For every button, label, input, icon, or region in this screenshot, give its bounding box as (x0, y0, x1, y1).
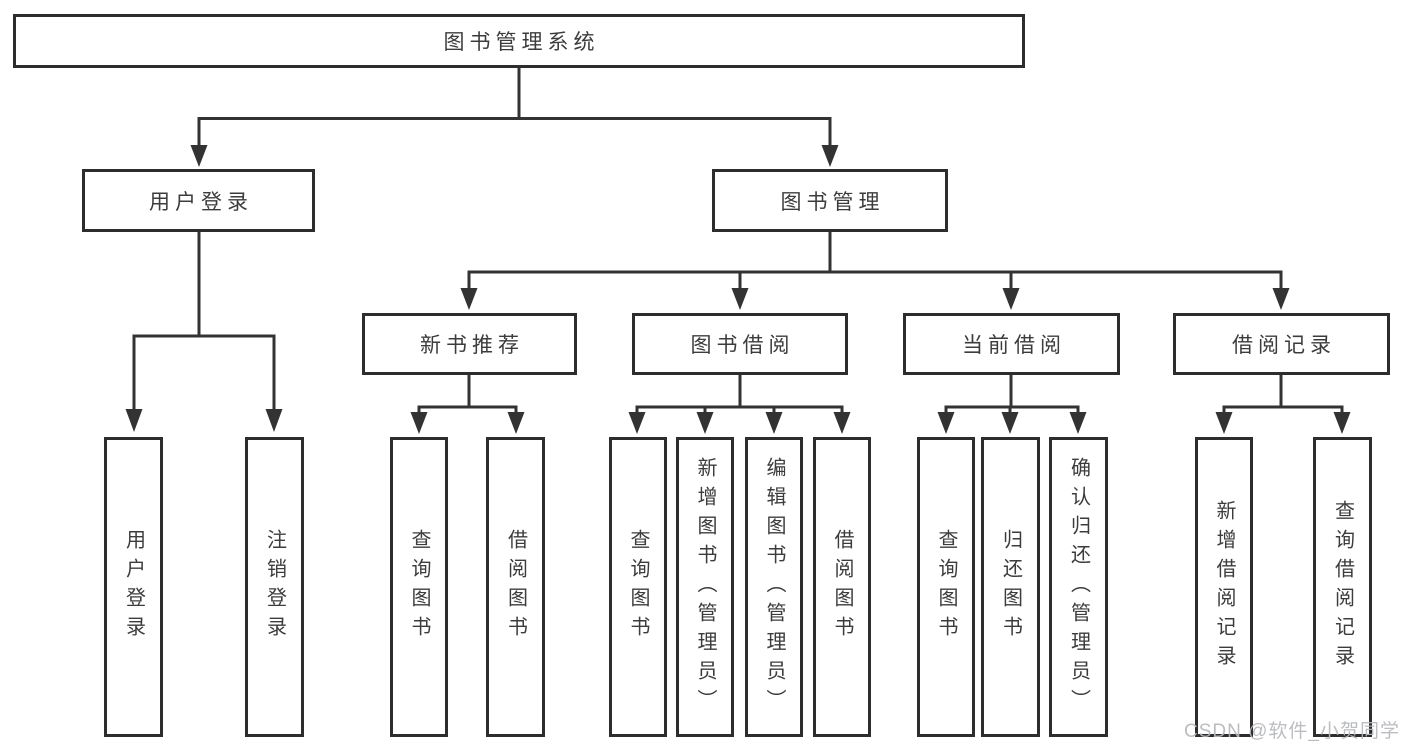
leaf-add-book-admin: 新增图书（管理员） (676, 437, 734, 737)
node-new-book-recommend-label: 新书推荐 (420, 334, 524, 357)
leaf-user-login: 用户登录 (104, 437, 163, 737)
node-book-management: 图书管理 (712, 169, 948, 232)
leaf-logout: 注销登录 (245, 437, 304, 737)
leaf-recommend-borrow-book-label: 借阅图书 (504, 529, 527, 645)
leaf-recommend-query-book: 查询图书 (390, 437, 448, 737)
connector-new-book-recommend-children (410, 375, 525, 434)
leaf-borrow-query-book: 查询图书 (609, 437, 667, 737)
leaf-edit-book-admin: 编辑图书（管理员） (745, 437, 803, 737)
node-current-borrow: 当前借阅 (903, 313, 1120, 375)
node-root-system: 图书管理系统 (13, 14, 1025, 68)
leaf-recommend-query-book-label: 查询图书 (408, 529, 430, 645)
leaf-add-borrow-record: 新增借阅记录 (1195, 437, 1253, 737)
leaf-add-borrow-record-label: 新增借阅记录 (1213, 500, 1235, 674)
leaf-recommend-borrow-book: 借阅图书 (486, 437, 545, 737)
connector-user-login-children (125, 232, 283, 432)
node-user-login-label: 用户登录 (149, 190, 253, 214)
csdn-watermark: CSDN @软件_小贺同学 (1184, 721, 1400, 742)
leaf-add-book-admin-label: 新增图书（管理员） (694, 456, 716, 718)
leaf-query-borrow-record-label: 查询借阅记录 (1331, 500, 1354, 674)
leaf-confirm-return-admin-label: 确认归还（管理员） (1067, 456, 1090, 718)
node-root-system-label: 图书管理系统 (443, 31, 600, 54)
connector-root-to-level2 (190, 68, 839, 167)
leaf-confirm-return-admin: 确认归还（管理员） (1049, 437, 1108, 737)
connector-borrow-records-children (1215, 375, 1351, 434)
leaf-borrow-query-book-label: 查询图书 (627, 529, 649, 645)
connector-book-management-sections (460, 232, 1290, 310)
leaf-query-borrow-record: 查询借阅记录 (1313, 437, 1372, 737)
node-current-borrow-label: 当前借阅 (962, 334, 1066, 357)
node-user-login: 用户登录 (82, 169, 315, 232)
leaf-current-query-book: 查询图书 (917, 437, 975, 737)
node-book-management-label: 图书管理 (780, 190, 885, 214)
leaf-borrow-book: 借阅图书 (813, 437, 871, 737)
node-borrow-records: 借阅记录 (1173, 313, 1390, 375)
node-book-borrow-label: 图书借阅 (690, 334, 795, 357)
node-borrow-records-label: 借阅记录 (1232, 334, 1336, 357)
connector-current-borrow-children (937, 375, 1087, 434)
node-book-borrow: 图书借阅 (632, 313, 848, 375)
leaf-borrow-book-label: 借阅图书 (831, 529, 853, 645)
leaf-current-query-book-label: 查询图书 (935, 529, 957, 645)
leaf-logout-label: 注销登录 (263, 529, 286, 645)
connector-book-borrow-children (628, 375, 851, 434)
node-new-book-recommend: 新书推荐 (362, 313, 577, 375)
leaf-return-book-label: 归还图书 (999, 529, 1022, 645)
leaf-user-login-label: 用户登录 (122, 529, 145, 645)
leaf-edit-book-admin-label: 编辑图书（管理员） (763, 456, 785, 718)
leaf-return-book: 归还图书 (981, 437, 1040, 737)
